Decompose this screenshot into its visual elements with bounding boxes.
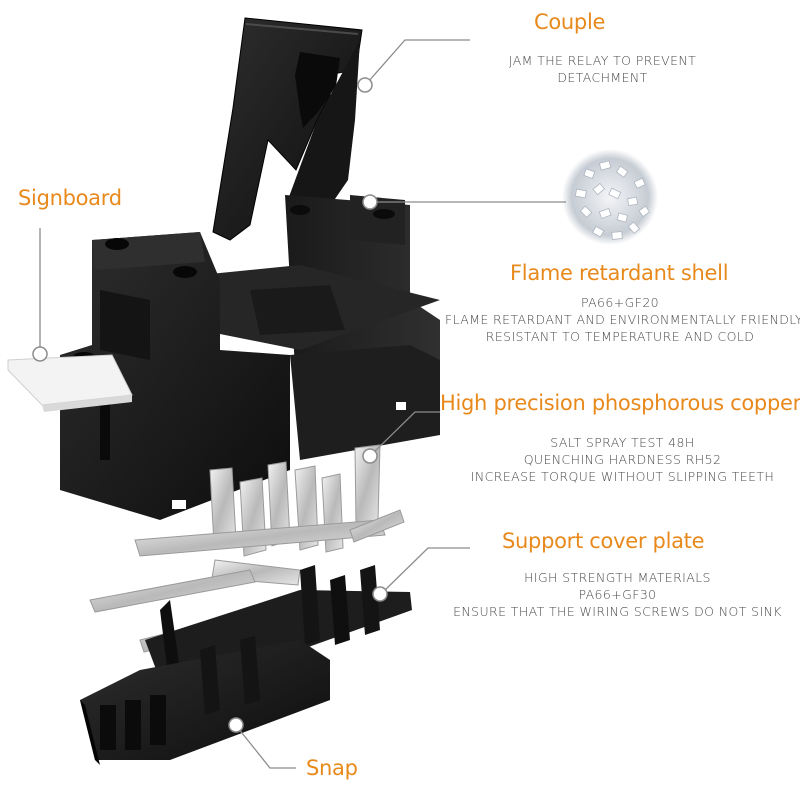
signboard-part	[7, 354, 133, 412]
copper-line-1: SALT SPRAY TEST 48H	[550, 435, 695, 450]
leader-dots	[32, 77, 388, 733]
snap-base	[80, 636, 330, 765]
cover-line-3: ENSURE THAT THE WIRING SCREWS DO NOT SIN…	[453, 604, 782, 619]
shell-line-1: PA66+GF20	[580, 295, 660, 310]
snap-leader-line	[237, 727, 296, 769]
leader-lines	[39, 39, 566, 769]
signboard-marker	[32, 346, 48, 362]
cover-line-1: HIGH STRENGTH MATERIALS	[524, 570, 711, 585]
couple-line-2: DETACHMENT	[557, 70, 648, 85]
couple-line-1: JAM THE RELAY TO PREVENT	[508, 53, 697, 68]
couple-description: JAM THE RELAY TO PREVENT DETACHMENT	[470, 52, 735, 86]
copper-marker	[362, 448, 378, 464]
copper-line-3: INCREASE TORQUE WITHOUT SLIPPING TEETH	[470, 469, 775, 484]
cover-line-2: PA66+GF30	[578, 587, 657, 602]
snap-title: Snap	[306, 756, 358, 780]
signboard-title: Signboard	[18, 186, 122, 210]
copper-line-2: QUENCHING HARDNESS RH52	[523, 452, 722, 467]
cover-title: Support cover plate	[502, 529, 705, 553]
shell-line-3: RESISTANT TO TEMPERATURE AND COLD	[485, 329, 755, 344]
shell-line-2: FLAME RETARDANT AND ENVIRONMENTALLY FRIE…	[445, 312, 800, 327]
couple-title: Couple	[534, 10, 606, 34]
copper-description: SALT SPRAY TEST 48H QUENCHING HARDNESS R…	[455, 434, 790, 485]
flame-retardant-shell	[60, 195, 440, 520]
cover-leader-line	[382, 547, 470, 593]
copper-leader-line	[369, 411, 440, 457]
couple-marker	[357, 77, 373, 93]
pellet-material-icon	[562, 149, 658, 245]
shell-title: Flame retardant shell	[510, 261, 729, 285]
snap-marker	[228, 717, 244, 733]
cover-marker	[372, 586, 388, 602]
copper-title: High precision phosphorous copper	[440, 391, 800, 415]
cover-description: HIGH STRENGTH MATERIALS PA66+GF30 ENSURE…	[440, 569, 795, 620]
shell-marker	[362, 194, 378, 210]
shell-description: PA66+GF20 FLAME RETARDANT AND ENVIRONMEN…	[445, 294, 800, 345]
couple-leader-line	[367, 39, 470, 83]
